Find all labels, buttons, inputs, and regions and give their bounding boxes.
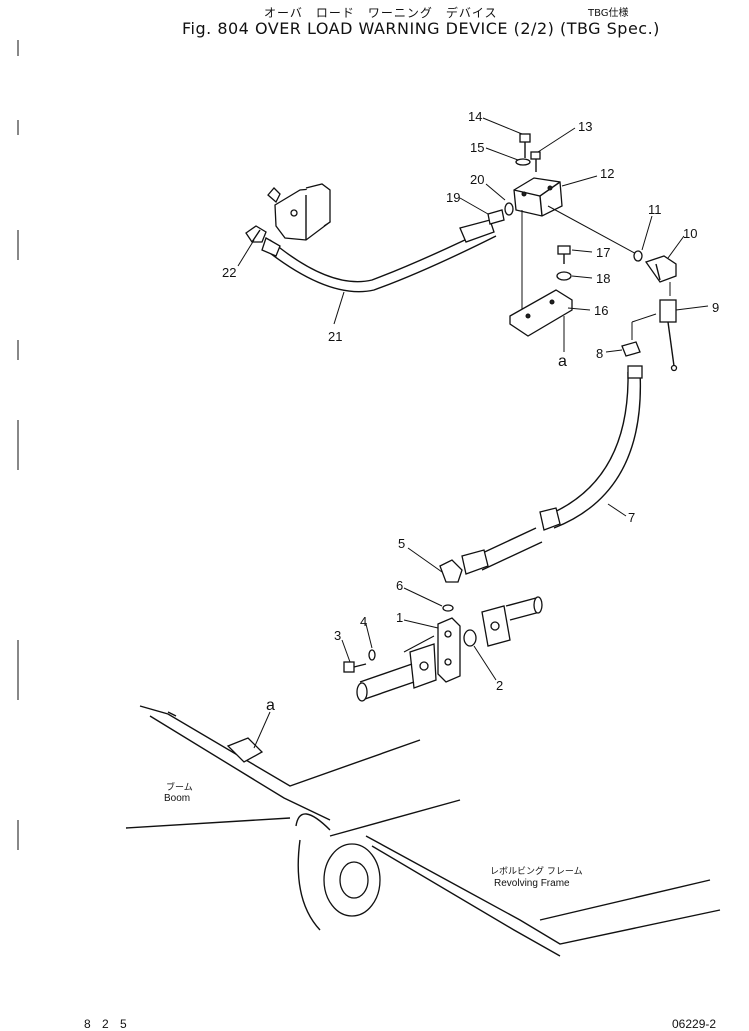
callout-21: 21	[328, 329, 342, 344]
callout-7: 7	[628, 510, 635, 525]
callout-3: 3	[334, 628, 341, 643]
boom-label-jp: ブーム	[166, 781, 193, 793]
part-15-washer	[515, 158, 531, 166]
frame-label-en: Revolving Frame	[494, 878, 570, 889]
callout-14: 14	[468, 109, 482, 124]
frame-label-jp: レボルビング フレーム	[490, 865, 583, 877]
callout-6: 6	[396, 578, 403, 593]
warning-unit	[267, 183, 331, 241]
callout-13: 13	[578, 119, 592, 134]
part-9-switch	[659, 282, 678, 372]
flange-pipe-left	[356, 635, 437, 702]
callout-a-upper: a	[558, 353, 567, 370]
callout-22: 22	[222, 265, 236, 280]
part-13-bolt	[530, 151, 541, 172]
japanese-spec-note: TBG仕様	[588, 8, 629, 19]
callout-12: 12	[600, 166, 614, 181]
callout-16: 16	[594, 303, 608, 318]
part-16-bracket	[509, 289, 573, 337]
leader-lines	[237, 117, 709, 749]
part-11-oring	[633, 250, 643, 262]
callout-11: 11	[648, 202, 662, 217]
boom-label-en: Boom	[164, 793, 190, 804]
callout-20: 20	[470, 172, 484, 187]
part-10-elbow	[644, 255, 677, 283]
callout-9: 9	[712, 300, 719, 315]
boom-outline	[125, 705, 461, 931]
callout-1: 1	[396, 610, 403, 625]
callout-19: 19	[446, 190, 460, 205]
part-4-washer	[368, 649, 376, 661]
callout-a-lower: a	[266, 697, 275, 714]
part-12-block	[513, 177, 563, 217]
part-5-elbow	[439, 559, 463, 583]
callout-2: 2	[496, 678, 503, 693]
part-21-hose	[261, 219, 497, 293]
parts-19-20	[487, 202, 514, 225]
part-1-block	[437, 617, 461, 683]
page-code: 06229-2	[672, 1017, 717, 1031]
part-18-washer	[556, 271, 572, 281]
part-2-oring	[463, 629, 477, 647]
callout-10: 10	[683, 226, 697, 241]
part-3-bolt	[343, 661, 367, 673]
callout-15: 15	[470, 140, 484, 155]
callout-18: 18	[596, 271, 610, 286]
callout-5: 5	[398, 536, 405, 551]
callout-4: 4	[360, 614, 367, 629]
part-17-bolt	[557, 245, 571, 264]
part-6-oring	[442, 604, 454, 612]
revolving-frame-outline	[365, 835, 721, 957]
japanese-title: オーバ ロード ワーニング デバイス	[264, 6, 498, 20]
flange-pipe-right	[481, 596, 543, 647]
part-7-hose	[461, 365, 643, 575]
callout-17: 17	[596, 245, 610, 260]
callout-numbers: 14 13 15 12 20 19 11 10 17 18 9 16 8 a 2…	[222, 109, 719, 714]
part-14-bolt	[519, 133, 531, 158]
part-8-fitting	[621, 313, 657, 357]
callout-8: 8	[596, 346, 603, 361]
page-number: 8 2 5	[84, 1017, 131, 1031]
figure-title: Fig. 804 OVER LOAD WARNING DEVICE (2/2) …	[182, 19, 660, 38]
part-22-elbow	[245, 225, 267, 243]
